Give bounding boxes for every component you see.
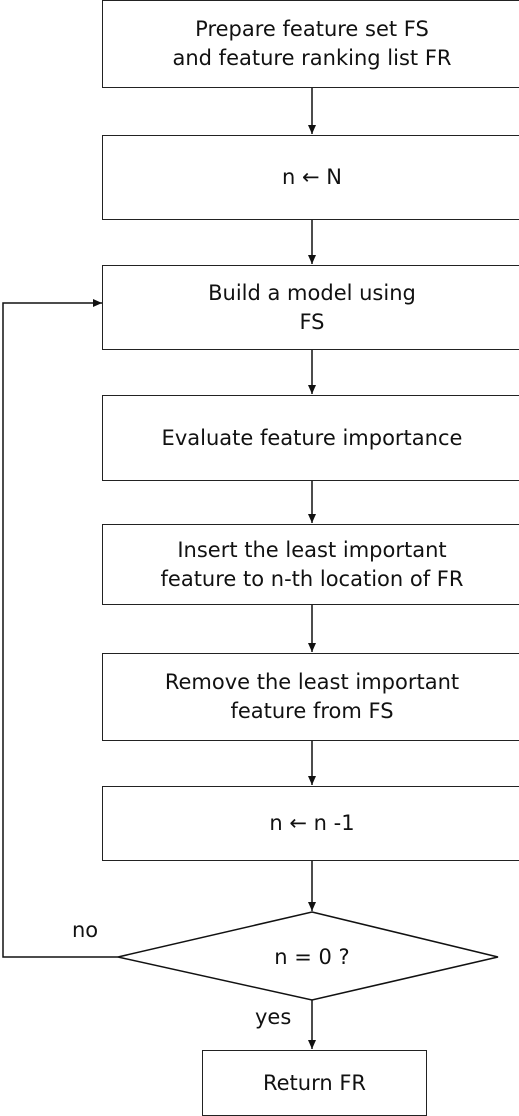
step-build-model-box: Build a model using FS (102, 265, 519, 350)
step-evaluate-text: Evaluate feature importance (161, 425, 463, 450)
step-remove-text: Remove the least important feature from … (164, 670, 460, 723)
decision-diamond (117, 911, 499, 1001)
step-insert-box: Insert the least important feature to n-… (102, 524, 519, 605)
decision-yes-label: yes (255, 1005, 292, 1029)
step-prepare-text: Prepare feature set FS and feature ranki… (172, 17, 452, 70)
decision-no-label: no (72, 918, 99, 942)
decision-text: n = 0 ? (274, 945, 350, 969)
step-init-n-box: n ← N (102, 135, 519, 220)
step-insert-text: Insert the least important feature to n-… (160, 537, 464, 591)
step-build-model-text: Build a model using FS (208, 280, 416, 334)
terminal-return-box: Return FR (202, 1050, 427, 1116)
loop-back-arrow (2, 299, 118, 958)
step-prepare-box: Prepare feature set FS and feature ranki… (102, 0, 519, 88)
step-remove-box: Remove the least important feature from … (102, 653, 519, 741)
terminal-return-text: Return FR (262, 1070, 367, 1095)
step-decrement-box: n ← n -1 (102, 786, 519, 861)
step-init-n-text: n ← N (282, 165, 342, 189)
step-decrement-text: n ← n -1 (269, 811, 355, 835)
step-evaluate-box: Evaluate feature importance (102, 395, 519, 481)
